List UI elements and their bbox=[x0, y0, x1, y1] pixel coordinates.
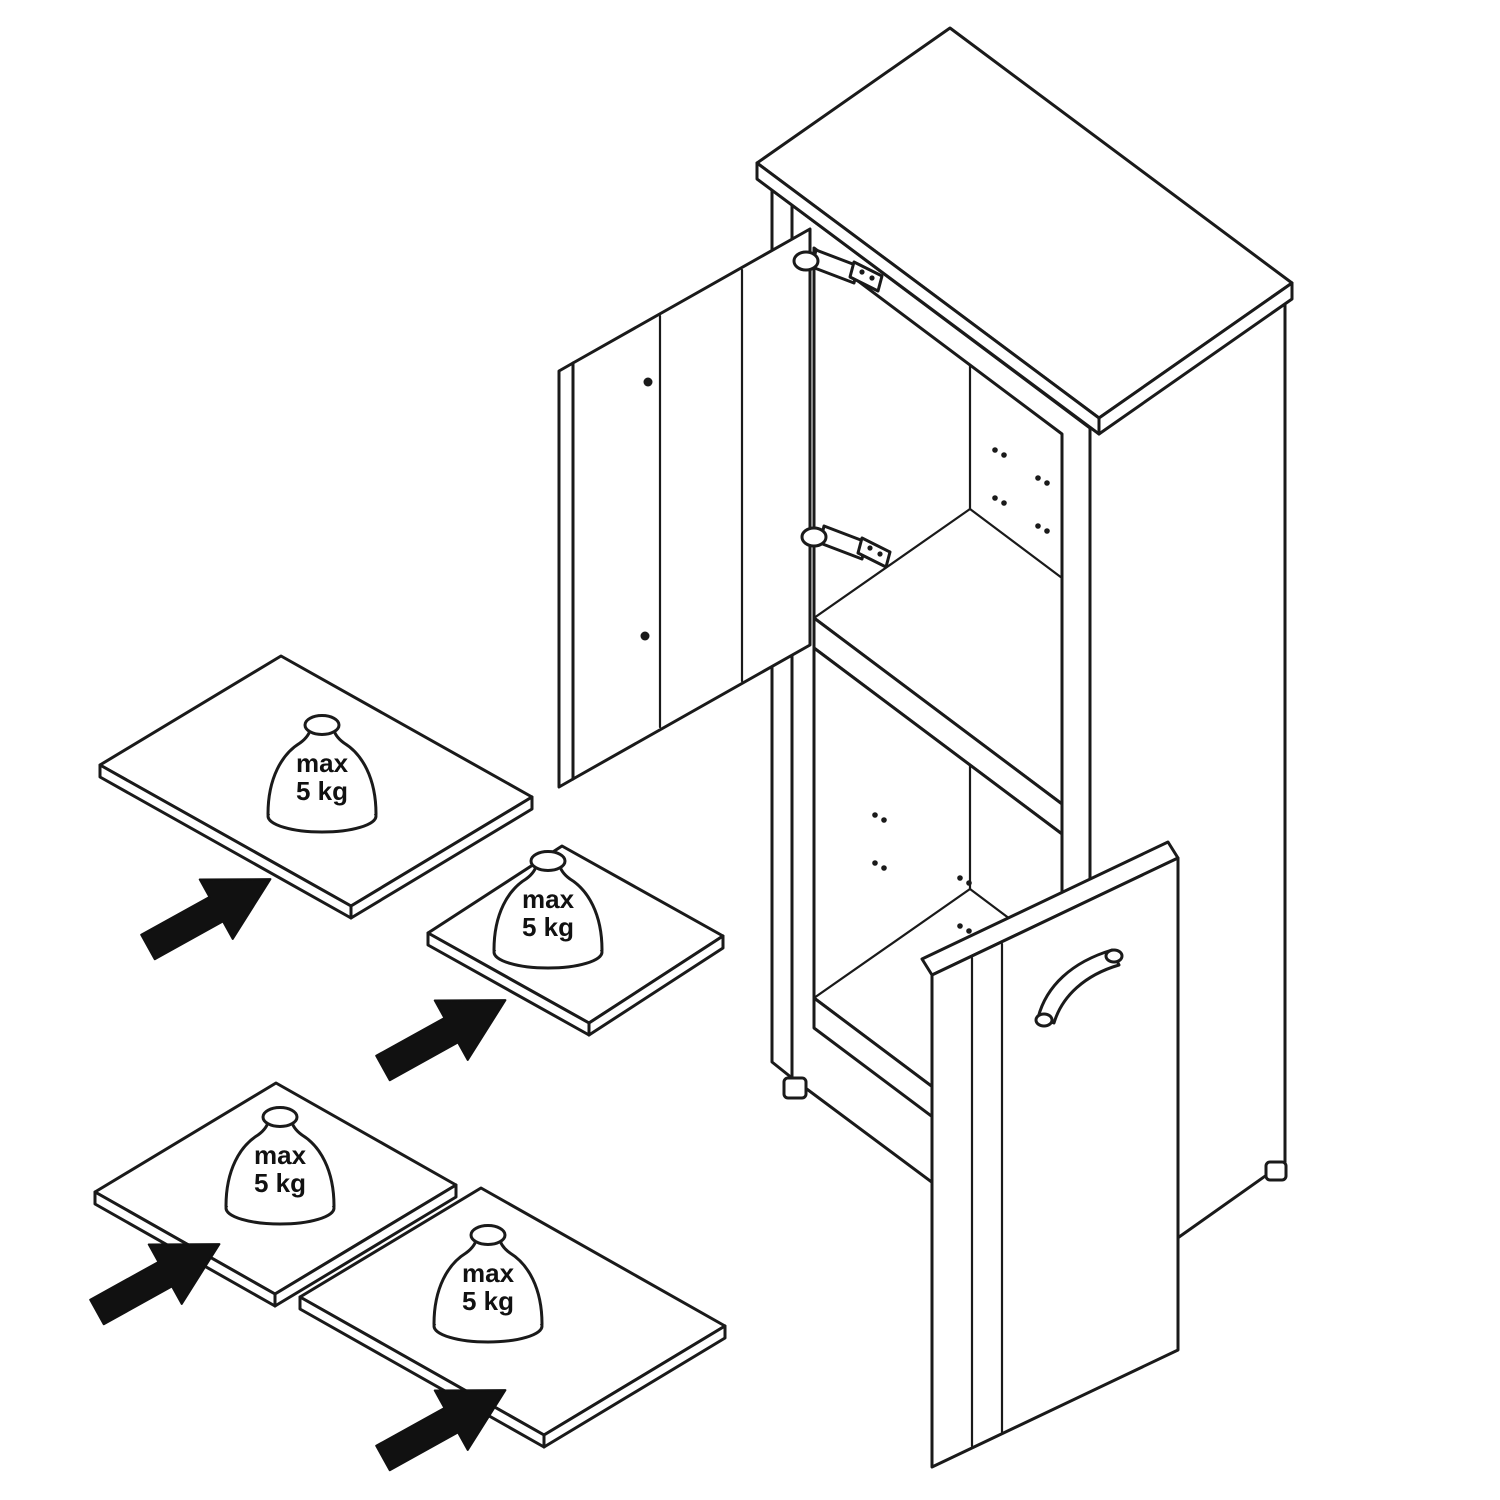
weight-max-label: max bbox=[254, 1140, 307, 1170]
upper-door-open bbox=[557, 227, 812, 789]
top-panel-right-edge bbox=[1097, 281, 1294, 436]
weight-value-label: 5 kg bbox=[254, 1168, 306, 1198]
weight-value-label: 5 kg bbox=[522, 912, 574, 942]
upper-door-edge-face bbox=[557, 361, 575, 789]
weight-max-label: max bbox=[296, 748, 349, 778]
upper-door-screw-hole-2 bbox=[640, 631, 650, 641]
weight-icon-2: max 5 kg bbox=[492, 850, 604, 970]
weight-value-label: 5 kg bbox=[462, 1286, 514, 1316]
insert-arrow-icon-2 bbox=[375, 999, 507, 1082]
lower-door-detached bbox=[920, 840, 1180, 1469]
weight-icon-1: max 5 kg bbox=[266, 714, 378, 834]
weight-icon-3: max 5 kg bbox=[224, 1106, 336, 1226]
weight-icon-4: max 5 kg bbox=[432, 1224, 544, 1344]
lower-door-front-face bbox=[930, 856, 1180, 1469]
foot-front-left bbox=[782, 1076, 808, 1100]
cabinet bbox=[557, 26, 1294, 1469]
cabinet-top-panel bbox=[755, 26, 1294, 436]
door-handle-icon bbox=[1034, 948, 1124, 1028]
insert-arrow-icon-3 bbox=[89, 1243, 221, 1326]
upper-door-front-face bbox=[571, 227, 812, 781]
hinge-bottom-icon bbox=[800, 524, 892, 569]
foot-back-right bbox=[1264, 1160, 1288, 1182]
weight-value-label: 5 kg bbox=[296, 776, 348, 806]
upper-door-screw-hole-1 bbox=[643, 377, 653, 387]
weight-max-label: max bbox=[522, 884, 575, 914]
weight-max-label: max bbox=[462, 1258, 515, 1288]
shelf-pin-holes-upper bbox=[992, 447, 1050, 534]
insert-arrow-icon-1 bbox=[140, 878, 272, 961]
hinge-top-icon bbox=[792, 248, 884, 293]
insert-arrow-icon-4 bbox=[375, 1389, 507, 1472]
